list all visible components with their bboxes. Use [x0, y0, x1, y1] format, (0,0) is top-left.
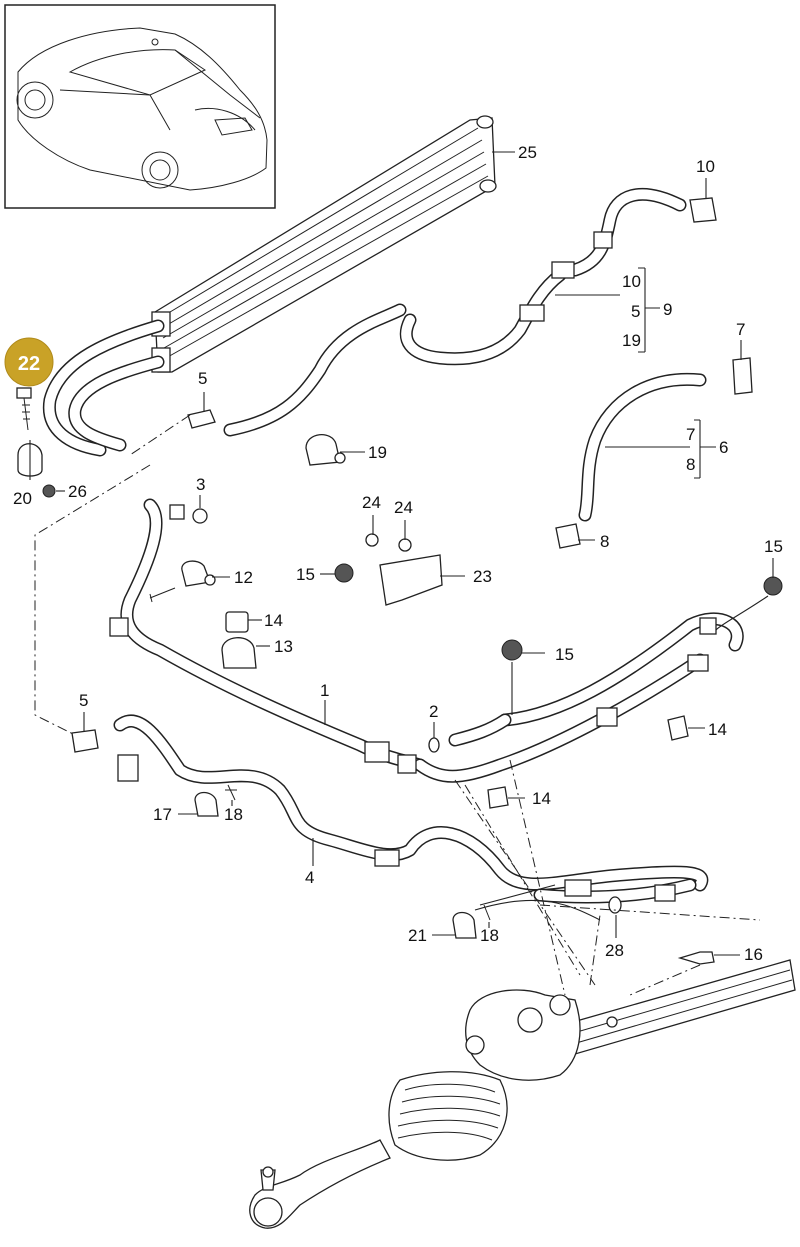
highlight-label: 22	[18, 353, 40, 375]
callout-21[interactable]: 21	[408, 926, 427, 945]
callout-6-group-8[interactable]: 8	[686, 455, 695, 474]
callout-28[interactable]: 28	[605, 941, 624, 960]
callout-16[interactable]: 16	[744, 945, 763, 964]
callout-24-right[interactable]: 24	[394, 498, 413, 517]
callout-1[interactable]: 1	[320, 681, 329, 700]
callout-19[interactable]: 19	[368, 443, 387, 462]
callout-24-left[interactable]: 24	[362, 493, 381, 512]
leader-lines	[29, 151, 774, 956]
callout-15-left[interactable]: 15	[296, 565, 315, 584]
callout-5-lower[interactable]: 5	[79, 691, 88, 710]
callout-2[interactable]: 2	[429, 702, 438, 721]
callout-15-center[interactable]: 15	[555, 645, 574, 664]
callout-5-upper[interactable]: 5	[198, 369, 207, 388]
callout-9-group-5[interactable]: 5	[631, 302, 640, 321]
callout-8[interactable]: 8	[600, 532, 609, 551]
callout-26[interactable]: 26	[68, 482, 87, 501]
callout-4[interactable]: 4	[305, 868, 314, 887]
callout-18-lower[interactable]: 18	[480, 926, 499, 945]
callout-14-lower[interactable]: 14	[532, 789, 551, 808]
callout-6-group-7[interactable]: 7	[686, 425, 695, 444]
callout-13[interactable]: 13	[274, 637, 293, 656]
callout-23[interactable]: 23	[473, 567, 492, 586]
callout-14-upper[interactable]: 14	[264, 611, 283, 630]
callout-15-right[interactable]: 15	[764, 537, 783, 556]
callout-12[interactable]: 12	[234, 568, 253, 587]
callout-6[interactable]: 6	[719, 438, 728, 457]
small-parts	[16, 197, 783, 965]
callout-9-group-10[interactable]: 10	[622, 272, 641, 291]
callout-14-right[interactable]: 14	[708, 720, 727, 739]
callout-7[interactable]: 7	[736, 320, 745, 339]
highlight-badge-22[interactable]: 22	[4, 337, 54, 387]
callout-9-group-19[interactable]: 19	[622, 331, 641, 350]
callout-3[interactable]: 3	[196, 475, 205, 494]
callout-17[interactable]: 17	[153, 805, 172, 824]
steering-rack	[249, 959, 796, 1229]
callout-20[interactable]: 20	[13, 489, 32, 508]
callout-labels: 25 10 10 5 19 9 7 7 8 6 5 19 20 26 3 8 2…	[13, 143, 783, 964]
callout-9[interactable]: 9	[663, 300, 672, 319]
callout-10[interactable]: 10	[696, 157, 715, 176]
assembly-indicator-lines	[34, 414, 761, 996]
hose-lines	[42, 187, 744, 904]
callout-18-upper[interactable]: 18	[224, 805, 243, 824]
callout-25[interactable]: 25	[518, 143, 537, 162]
vehicle-inset	[4, 4, 276, 209]
